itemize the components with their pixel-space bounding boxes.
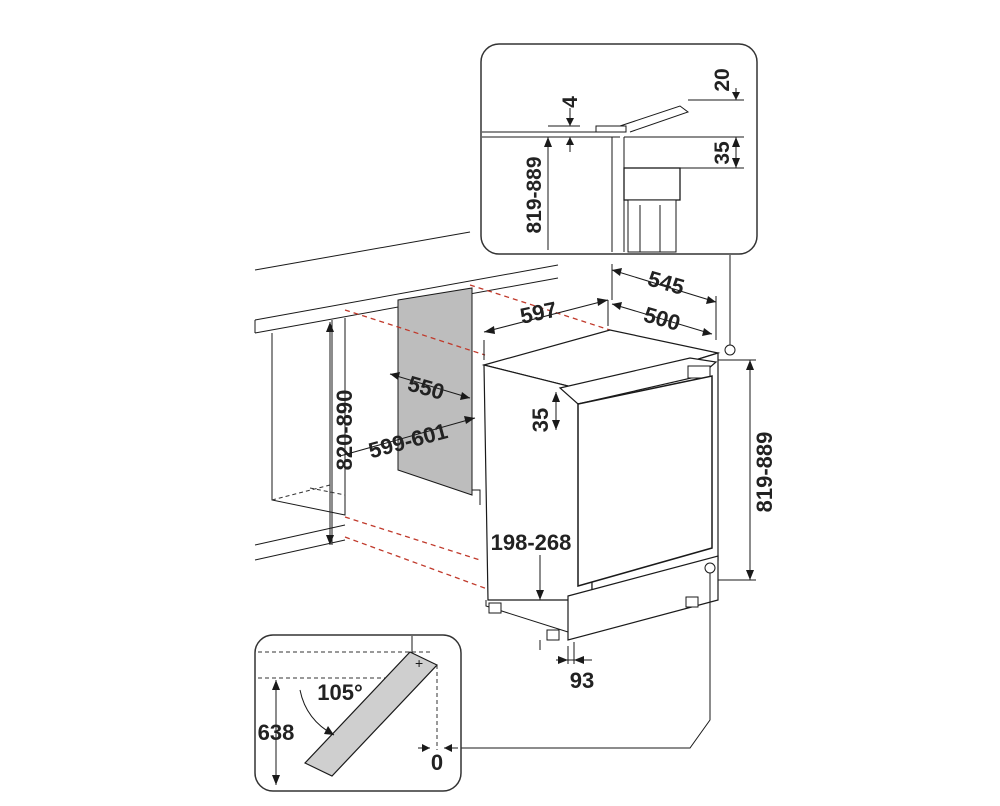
- depth-body-label: 500: [641, 302, 683, 336]
- foot-right: [685, 596, 699, 608]
- callout-leaders: [455, 255, 736, 749]
- top-detail-height-label: 819-889: [523, 156, 546, 233]
- product-width-dimension: 597: [483, 297, 609, 360]
- kitchen-cabinet: [254, 231, 559, 561]
- foot-left: [488, 602, 502, 614]
- projection-lines: [344, 284, 611, 591]
- hinge-mark: +: [415, 655, 423, 671]
- depth-body-dimension: 500: [611, 302, 713, 336]
- door-detail-callout: + 105° 638 0: [254, 634, 462, 792]
- appliance-door: [577, 375, 713, 587]
- top-gap-detail-label: 4: [559, 96, 582, 108]
- top-detail-callout: 4 20 35 819-889: [480, 43, 758, 255]
- worktop-overhang-label: 20: [711, 68, 734, 91]
- plinth-height-label: 198-268: [491, 530, 572, 555]
- product-height-label: 819-889: [752, 432, 777, 513]
- plinth-height-dimension: 198-268: [491, 530, 572, 650]
- niche-back-panel: [397, 287, 473, 496]
- foot-front: [546, 629, 560, 641]
- foot-offset-dimension: 93: [556, 642, 594, 693]
- open-door-panel: [303, 651, 439, 777]
- product-width-label: 597: [518, 297, 559, 329]
- worktop-thickness-label: 35: [711, 141, 734, 165]
- top-gap-dimension: 35: [528, 392, 560, 432]
- appliance-body: [481, 329, 721, 641]
- product-height-dimension: 819-889: [718, 359, 777, 581]
- door-offset-label: 0: [431, 750, 443, 775]
- foot-offset-label: 93: [570, 668, 594, 693]
- top-gap-label: 35: [528, 408, 553, 432]
- niche-height-dimension: 820-890: [326, 322, 357, 545]
- door-clearance-label: 638: [258, 720, 295, 745]
- door-angle-label: 105°: [317, 680, 363, 705]
- depth-total-label: 545: [645, 266, 687, 300]
- niche-height-label: 820-890: [332, 390, 357, 471]
